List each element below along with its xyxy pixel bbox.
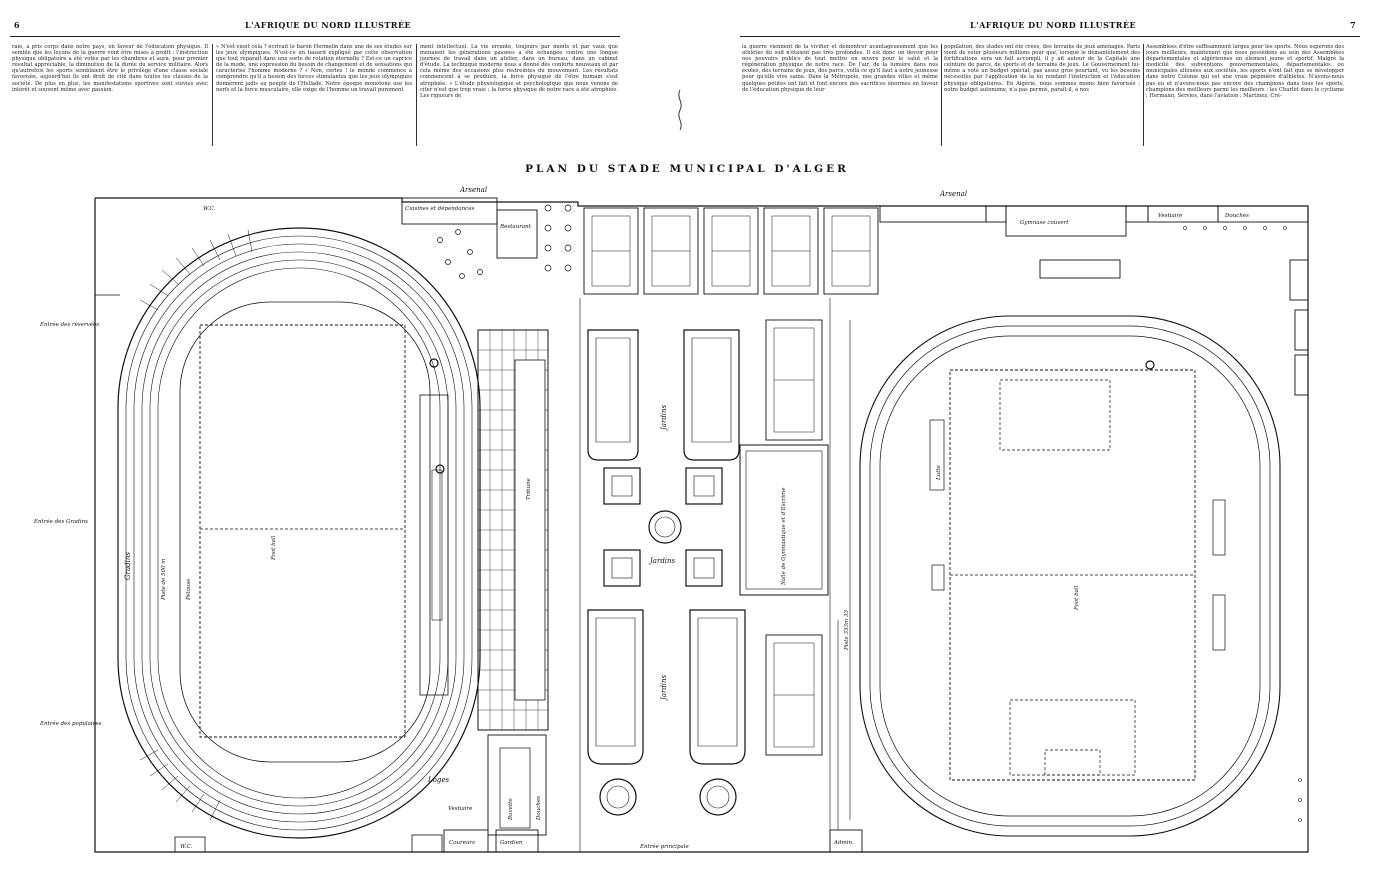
label-wc-top: W.C. [203, 206, 215, 212]
left-header-rule [10, 36, 620, 37]
label-coureurs: Coureurs [449, 840, 475, 846]
label-arsenal-right: Arsenal [939, 190, 967, 198]
label-douches: Douches [536, 796, 542, 821]
left-column-3: ment intellectuel. La vie errante, toujo… [420, 44, 618, 99]
right-column-1: la guerre viennent de la vivifier et dém… [742, 44, 938, 93]
right-column-3: Assemblées d'être suffisamment larges po… [1146, 44, 1344, 99]
column-divider [416, 44, 417, 146]
label-tennis-box: Salle de Gymnastique et d'Escrime [781, 487, 787, 585]
label-entree-principale: Entrée principale [639, 843, 690, 850]
label-tribune: Tribune [526, 477, 532, 500]
label-jardins-2: Jardins [648, 557, 676, 565]
label-foot-ball-right: Foot ball [1074, 585, 1080, 611]
right-running-head: L'AFRIQUE DU NORD ILLUSTRÉE [970, 20, 1137, 30]
trees-cluster [437, 204, 572, 279]
right-header-rule [740, 36, 1360, 37]
label-entree-populaires: Entrée des populaires [39, 720, 102, 727]
plan-title: PLAN DU STADE MUNICIPAL D'ALGER [525, 163, 849, 175]
label-gardien: Gardien [500, 840, 523, 846]
column-divider [1143, 44, 1144, 146]
grandstand [477, 329, 549, 731]
left-column-1: raie, a pris corps dans notre pays, en f… [12, 44, 208, 93]
label-admin: Admin. [833, 840, 854, 846]
label-pelouse: Pelouse [186, 578, 192, 601]
right-page-number: 7 [1350, 20, 1356, 30]
label-cuisines: Cuisines et dépendances [405, 205, 474, 212]
label-douches-right: Douches [1224, 213, 1249, 219]
label-entree-gradins: Entrée des Gradins [33, 518, 88, 525]
label-piste-500: Piste de 500 m [161, 559, 167, 601]
stadium-plan: Arsenal Arsenal W.C. Cuisines et dépenda… [33, 186, 1309, 853]
label-gymnase: Gymnase couvert [1020, 220, 1069, 226]
gutter-ornament [678, 89, 682, 131]
plan-boundary [94, 197, 1309, 853]
label-lutte: Lutte [936, 464, 942, 481]
label-foot-ball-left: Foot ball [271, 535, 277, 561]
left-column-2: « N'est vient cela ? écrivait le baron H… [216, 44, 412, 93]
left-running-head: L'AFRIQUE DU NORD ILLUSTRÉE [245, 20, 412, 30]
label-wc-bottom: W.C. [180, 844, 192, 850]
column-divider [212, 44, 213, 146]
label-entree-reservees: Entrée des réservées [39, 321, 99, 328]
label-gradins: Gradins [124, 552, 132, 580]
label-buvette: Buvette [508, 798, 514, 821]
left-page-number: 6 [14, 20, 20, 30]
right-column-2: population, des stades ont été créés, de… [944, 44, 1140, 93]
label-piste-right: Piste 333m 33 [844, 610, 850, 651]
label-vestiaire-small: Vestiaire [448, 806, 473, 812]
label-loges: Loges [427, 776, 449, 784]
tennis-courts-top [583, 207, 879, 295]
tennis-courts-side [765, 319, 823, 756]
right-stadium [849, 315, 1281, 837]
gardens [587, 329, 746, 816]
restaurant-building [496, 209, 538, 259]
label-vestiaire-right: Vestiaire [1158, 213, 1183, 219]
column-divider [941, 44, 942, 146]
label-jardins-3: Jardins [660, 674, 668, 702]
label-restaurant: Restaurant [499, 224, 532, 230]
right-top-buildings [879, 205, 1309, 396]
left-stadium [117, 227, 481, 839]
label-jardins-1: Jardins [660, 404, 668, 432]
label-arsenal-left: Arsenal [459, 186, 487, 194]
gymnasium-hall [739, 444, 829, 596]
